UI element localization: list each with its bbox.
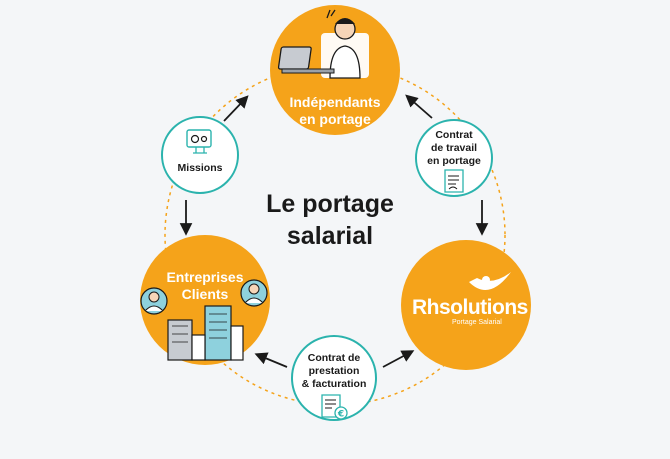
entreprises-label-line-1: Entreprises: [166, 269, 244, 285]
arrow-contrat-to-independants: [405, 94, 433, 119]
contrat-travail-line-1: Contrat: [435, 129, 473, 141]
independants-label: Indépendants en portage: [270, 94, 400, 128]
rhsolutions-logo-figure-icon: [469, 272, 511, 290]
contrat-travail-line-2: de travail: [430, 142, 478, 154]
missions-label: Missions: [177, 162, 223, 174]
independants-label-line-1: Indépendants: [289, 94, 381, 110]
independants-label-line-2: en portage: [299, 111, 371, 127]
rhsolutions-brand: Rhsolutions: [412, 296, 528, 319]
invoice-euro-icon: €: [321, 394, 348, 420]
missions-circle: [161, 116, 239, 194]
contrat-prestation-line-2: prestation: [308, 365, 360, 377]
title-line-2: salarial: [286, 222, 374, 250]
freelancer-laptop-icon: [277, 9, 369, 79]
client-avatar-right-icon: [240, 279, 268, 307]
rhsolutions-tagline: Portage Salarial: [452, 319, 502, 326]
contrat-travail-line-3: en portage: [427, 155, 481, 167]
contrat-prestation-circle: [291, 335, 377, 421]
rhsolutions-node: [401, 240, 531, 370]
entreprises-label-line-2: Clients: [181, 286, 229, 302]
diagram-title: Le portage salarial: [235, 188, 425, 252]
contrat-travail-label: Contrat de travail en portage: [419, 129, 489, 168]
arrow-prestation-to-rhsolutions: [382, 350, 415, 368]
svg-text:€: €: [337, 410, 344, 420]
contrat-prestation-line-1: Contrat de: [307, 352, 361, 364]
entreprises-label: Entreprises Clients: [145, 269, 265, 303]
title-line-1: Le portage: [266, 190, 394, 218]
office-buildings-icon: [167, 305, 244, 361]
contrat-prestation-label: Contrat de prestation & facturation: [292, 352, 376, 391]
contract-document-icon: [444, 169, 464, 193]
gears-document-icon: [186, 129, 212, 154]
contrat-travail-circle: [415, 119, 493, 197]
arrow-missions-to-independants: [223, 95, 249, 122]
client-avatar-left-icon: [140, 287, 168, 315]
contrat-prestation-line-3: & facturation: [301, 378, 367, 390]
arrow-prestation-to-entreprises: [254, 352, 288, 368]
